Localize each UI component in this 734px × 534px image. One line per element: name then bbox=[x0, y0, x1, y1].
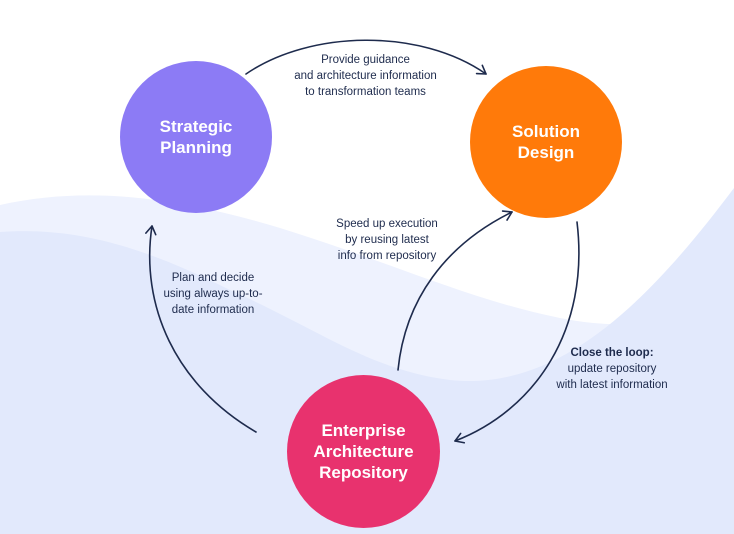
plan-decide-annotation: Plan and decide using always up-to- date… bbox=[150, 270, 276, 318]
speed-up-line: info from repository bbox=[337, 250, 437, 262]
plan-decide-line: using always up-to- bbox=[163, 288, 263, 300]
plan-decide-line: Plan and decide bbox=[171, 272, 255, 284]
background-wave-front bbox=[0, 188, 734, 534]
strategic-planning-label: Strategic Planning bbox=[159, 117, 233, 157]
enterprise-architecture-repository-label: Enterprise Architecture Repository bbox=[313, 421, 414, 482]
arrow-solution-to-repository bbox=[454, 221, 580, 444]
arrow-strategic-to-solution bbox=[245, 39, 487, 75]
guidance-line: and architecture information bbox=[294, 70, 437, 82]
plan-decide-line: date information bbox=[171, 304, 255, 316]
strategic-planning-node: Strategic Planning bbox=[120, 61, 272, 213]
speed-up-line: by reusing latest bbox=[345, 234, 429, 246]
arrow-repository-to-solution bbox=[397, 210, 513, 371]
guidance-line: Provide guidance bbox=[321, 54, 410, 66]
close-loop-annotation: Close the loop: update repository with l… bbox=[542, 345, 682, 393]
speed-up-annotation: Speed up execution by reusing latest inf… bbox=[322, 216, 452, 264]
guidance-annotation: Provide guidance and architecture inform… bbox=[278, 52, 453, 100]
speed-up-line: Speed up execution bbox=[336, 218, 438, 230]
close-loop-title: Close the loop: bbox=[570, 347, 654, 359]
close-loop-line: update repository bbox=[567, 363, 657, 375]
solution-design-label: Solution Design bbox=[512, 122, 580, 162]
guidance-line: to transformation teams bbox=[305, 86, 426, 98]
solution-design-node: Solution Design bbox=[470, 66, 622, 218]
arrow-repository-to-strategic bbox=[145, 225, 257, 433]
enterprise-architecture-repository-node: Enterprise Architecture Repository bbox=[287, 375, 440, 528]
close-loop-line: with latest information bbox=[556, 379, 668, 391]
